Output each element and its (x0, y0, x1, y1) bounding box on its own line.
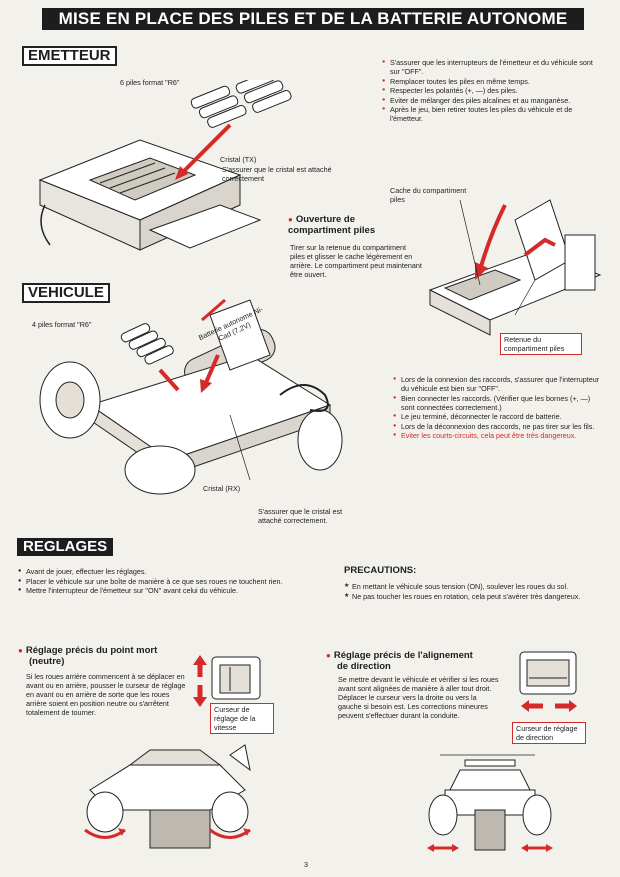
emetteur-piles-label: 6 piles format "R6" (120, 78, 180, 87)
list-item: Ne pas toucher les roues en rotation, ce… (344, 592, 592, 601)
emetteur-cristal-note: S'assurer que le cristal est attaché cor… (222, 165, 332, 183)
point-mort-text: Si les roues arrière commencent à se dép… (26, 672, 186, 717)
emetteur-heading: EMETTEUR (22, 46, 117, 66)
list-item: Respecter les polarités (+, —) des piles… (382, 86, 604, 95)
vehicule-cristal-label: Cristal (RX) (203, 484, 241, 493)
list-item: Le jeu terminé, déconnecter le raccord d… (393, 412, 603, 421)
speed-trim-label: Curseur de réglage de la vitesse (210, 703, 274, 734)
direction-text: Se mettre devant le véhicule et vérifier… (338, 675, 499, 720)
battery-pack-right (235, 80, 292, 113)
reglages-heading: REGLAGES (17, 538, 114, 556)
list-item: Eviter les courts-circuits, cela peut êt… (393, 431, 603, 440)
list-item: Bien connecter les raccords. (Vérifier q… (393, 394, 603, 412)
steering-trim-label: Curseur de réglage de direction (512, 722, 586, 744)
ouverture-heading-line2: compartiment piles (288, 225, 376, 236)
car-on-box-front-illustration (427, 754, 553, 852)
precautions-heading: PRECAUTIONS: (344, 565, 417, 576)
vehicule-heading: VEHICULE (22, 283, 110, 303)
list-item: Mettre l'interrupteur de l'émetteur sur … (18, 586, 294, 595)
direction-heading-line1: Réglage précis de l'alignement (333, 650, 473, 661)
reglages-bullets: Avant de jouer, effectuer les réglages. … (18, 567, 294, 596)
ouverture-heading-line1: Ouverture de (295, 214, 355, 225)
vehicle-illustration (39, 298, 343, 495)
list-item: Lors de la déconnexion des raccords, ne … (393, 422, 603, 431)
list-item: S'assurer que les interrupteurs de l'éme… (382, 58, 604, 76)
vehicule-cristal-note: S'assurer que le cristal est attaché cor… (258, 507, 343, 525)
page-title: MISE EN PLACE DES PILES ET DE LA BATTERI… (42, 8, 584, 30)
direction-heading: ●Réglage précis de l'alignement de direc… (326, 650, 473, 672)
list-item: En mettant le véhicule sous tension (ON)… (344, 582, 592, 591)
ouverture-heading: ●Ouverture de compartiment piles (288, 214, 376, 236)
page-number: 3 (304, 860, 308, 869)
precautions-list: En mettant le véhicule sous tension (ON)… (344, 582, 592, 601)
point-mort-heading-line2: (neutre) (29, 656, 65, 667)
point-mort-heading: ●Réglage précis du point mort (neutre) (18, 645, 158, 667)
ouverture-text: Tirer sur la retenue du compartiment pil… (290, 243, 422, 279)
emetteur-cristal-label: Cristal (TX) (220, 155, 257, 164)
direction-heading-line2: de direction (337, 661, 391, 672)
emetteur-bullets: S'assurer que les interrupteurs de l'éme… (382, 58, 604, 124)
cache-label: Cache du compartiment piles (390, 186, 467, 204)
list-item: Lors de la connexion des raccords, s'ass… (393, 375, 603, 393)
vehicle-battery-pack (120, 323, 174, 365)
list-item: Remplacer toutes les piles en même temps… (382, 77, 604, 86)
transmitter-illustration (38, 80, 292, 251)
list-item: Avant de jouer, effectuer les réglages. (18, 567, 294, 576)
vehicule-piles-label: 4 piles format "R6" (32, 320, 92, 329)
list-item: Eviter de mélanger des piles alcalines e… (382, 96, 604, 105)
point-mort-heading-line1: Réglage précis du point mort (25, 645, 158, 656)
list-item: Placer le véhicule sur une boîte de mani… (18, 577, 294, 586)
battery-pack-left (190, 85, 247, 128)
battery-compartment-illustration (428, 199, 602, 336)
vehicule-bullets: Lors de la connexion des raccords, s'ass… (393, 375, 603, 441)
list-item: Après le jeu, bien retirer toutes les pi… (382, 105, 604, 123)
steering-trim-illustration (519, 651, 577, 712)
car-on-box-side-illustration (84, 744, 251, 849)
retenue-label: Retenue du compartiment piles (500, 333, 582, 355)
speed-trim-illustration (193, 655, 261, 707)
